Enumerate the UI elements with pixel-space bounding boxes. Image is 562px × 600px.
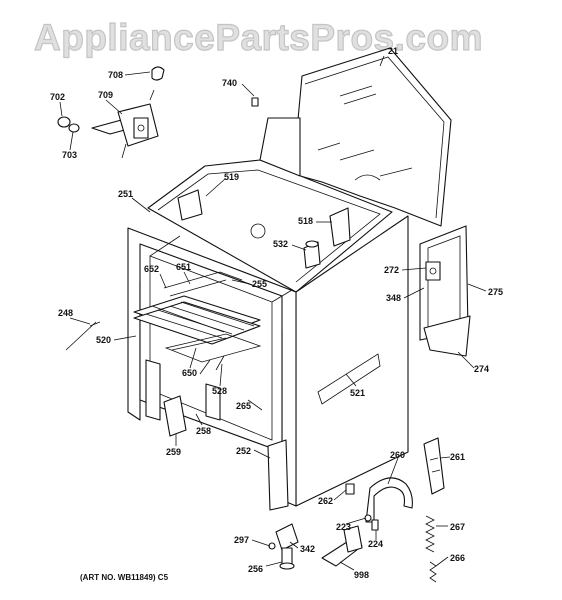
part-label-532: 532	[273, 239, 288, 249]
latch-spring-part	[151, 66, 165, 81]
part-label-703: 703	[62, 150, 77, 160]
part-label-348: 348	[386, 293, 401, 303]
part-label-342: 342	[300, 544, 315, 554]
art-number-label: (ART NO. WB11849) C5	[80, 573, 169, 582]
hinge-260-part	[365, 477, 413, 523]
trim-252-part	[267, 439, 289, 511]
spring-267-part	[425, 515, 435, 553]
broil-element-part	[163, 271, 243, 297]
part-label-274: 274	[474, 364, 489, 374]
part-label-650: 650	[182, 368, 197, 378]
part-label-224: 224	[368, 539, 383, 549]
leader-lines	[59, 55, 487, 571]
part-label-248: 248	[58, 308, 73, 318]
latch-cap-part	[57, 116, 80, 133]
bracket-518-part	[329, 207, 351, 247]
sensor-532-part	[303, 240, 321, 269]
part-label-518: 518	[298, 216, 313, 226]
clip-224-part	[371, 519, 379, 531]
latch-assembly-part	[91, 89, 159, 159]
part-label-258: 258	[196, 426, 211, 436]
part-label-702: 702	[50, 92, 65, 102]
part-label-709: 709	[98, 90, 113, 100]
bake-element-part	[164, 333, 262, 375]
part-label-652: 652	[144, 264, 159, 274]
spring-266-part	[429, 561, 437, 583]
part-label-252: 252	[236, 446, 251, 456]
part-label-267: 267	[450, 522, 465, 532]
part-label-223: 223	[336, 522, 351, 532]
part-label-266: 266	[450, 553, 465, 563]
part-label-998: 998	[354, 570, 369, 580]
bracket-519-part	[177, 189, 203, 221]
part-label-272: 272	[384, 265, 399, 275]
part-labels: 708 702 709 703 740 21 519 251 518 532 6…	[50, 46, 503, 580]
oven-rack-part	[133, 295, 261, 345]
clip-262-part	[345, 483, 355, 495]
part-label-519: 519	[224, 172, 239, 182]
leg-bracket-259-part	[163, 395, 187, 437]
wire-harness-part	[65, 321, 101, 351]
part-label-265: 265	[236, 401, 251, 411]
bracket-998-part	[321, 525, 363, 567]
part-label-251: 251	[118, 189, 133, 199]
part-label-275: 275	[488, 287, 503, 297]
part-label-708: 708	[108, 70, 123, 80]
side-trim-part	[419, 225, 471, 357]
leveling-leg-256-part	[279, 547, 295, 570]
oven-body-part	[127, 117, 409, 507]
part-label-528: 528	[212, 386, 227, 396]
part-label-21: 21	[388, 46, 398, 56]
part-label-520: 520	[96, 335, 111, 345]
watermark-text: AppliancePartsPros.com	[34, 17, 483, 58]
part-label-260: 260	[390, 450, 405, 460]
part-label-262: 262	[318, 496, 333, 506]
part-label-297: 297	[234, 535, 249, 545]
bracket-342-part	[275, 523, 299, 551]
part-label-255: 255	[252, 279, 267, 289]
small-clip-part	[251, 97, 259, 107]
part-label-256: 256	[248, 564, 263, 574]
part-label-740: 740	[222, 78, 237, 88]
hinge-261-part	[423, 437, 445, 495]
part-label-651: 651	[176, 262, 191, 272]
part-label-261: 261	[450, 452, 465, 462]
part-label-259: 259	[166, 447, 181, 457]
part-label-521: 521	[350, 388, 365, 398]
